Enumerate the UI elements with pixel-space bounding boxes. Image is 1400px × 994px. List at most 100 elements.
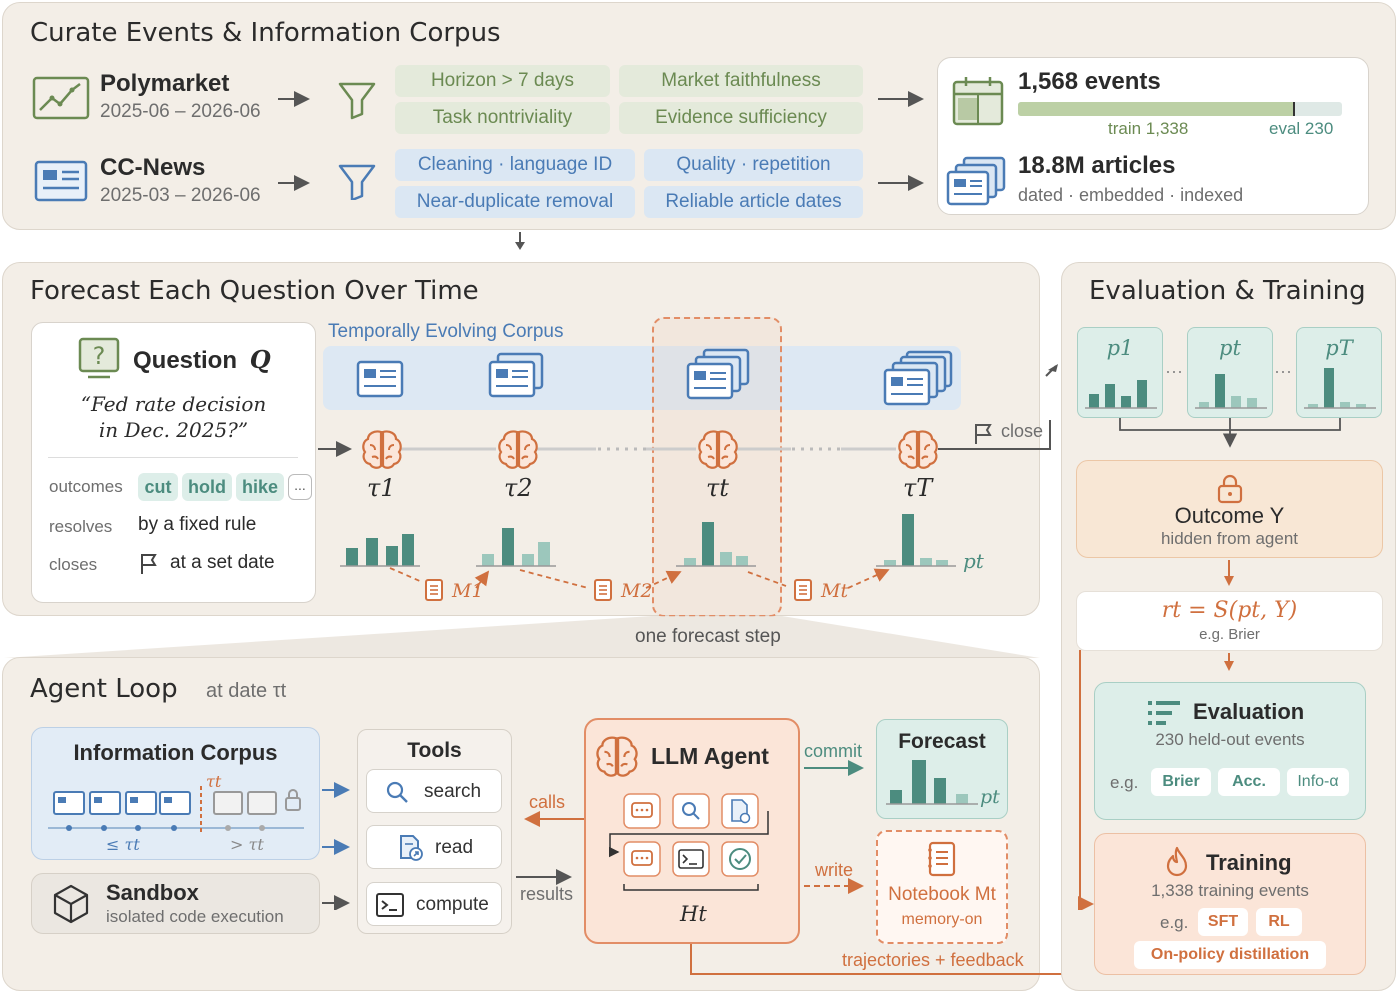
train-eval-bar (1018, 102, 1342, 116)
filter-faithfulness: Market faithfulness (619, 65, 863, 97)
question-icon: ? (78, 337, 120, 379)
brain-icon (596, 736, 638, 777)
closes-label: closes (49, 555, 98, 574)
pt-label: pt (963, 549, 984, 573)
corpus-tau-label: τt (206, 772, 222, 791)
train-bar-fill (1018, 102, 1295, 116)
metric-brier: Brier (1151, 768, 1211, 796)
brain-icon-svg (898, 430, 938, 469)
flame-icon (1166, 846, 1188, 877)
question-card (31, 322, 316, 603)
tools-agent-arrows (516, 811, 584, 885)
dist-step-t (676, 522, 756, 567)
doc-stack-1 (356, 360, 404, 398)
timeline (318, 420, 1051, 457)
evaluation-card (1094, 682, 1366, 820)
cube-icon (53, 884, 89, 924)
filter-icon (340, 84, 374, 118)
compute-tool-button[interactable]: compute (366, 882, 502, 926)
search-icon (386, 781, 408, 803)
filter-dedup: Near-duplicate removal (395, 186, 635, 218)
feedback-arrow (690, 944, 1082, 980)
history-label: Ht (680, 902, 707, 926)
resolves-value: by a fixed rule (138, 514, 257, 535)
train-label: train 1,338 (1108, 119, 1189, 138)
ccnews-range: 2025-03 – 2026-06 (100, 185, 261, 206)
filter-evidence: Evidence sufficiency (619, 102, 863, 134)
outcome-hold: hold (182, 473, 232, 501)
close-label: close (1001, 421, 1044, 441)
notebook-icon (928, 841, 956, 877)
terminal-icon (376, 893, 404, 917)
down-arrow (515, 232, 525, 250)
articles-count: 18.8M articles (1018, 152, 1176, 179)
step-label-T: τT (903, 474, 933, 502)
dist-step-2 (476, 528, 556, 567)
corpus-label: Temporally Evolving Corpus (328, 321, 564, 342)
dist-ellipsis-2: ··· (1274, 361, 1292, 381)
method-distillation: On-policy distillation (1134, 941, 1326, 969)
dist-label-T: pT (1325, 336, 1353, 360)
dist-card-T (1296, 327, 1382, 418)
step-label-t: τt (706, 474, 729, 502)
compute-tool-label: compute (416, 894, 489, 915)
notebook-sub: memory-on (901, 911, 983, 928)
tools-title: Tools (407, 739, 462, 762)
read-tool-button[interactable]: read (366, 825, 502, 869)
notebook-icon (794, 579, 812, 601)
reward-card (1076, 591, 1383, 651)
list-icon (1148, 701, 1180, 725)
eval-label: eval 230 (1269, 119, 1334, 138)
read-tool-label: read (435, 837, 474, 858)
forecast-title: Forecast (898, 730, 986, 753)
resolves-label: resolves (49, 517, 113, 536)
dist-merge-arrows (1119, 418, 1341, 452)
write-label: write (815, 860, 854, 880)
filter-horizon: Horizon > 7 days (395, 65, 610, 97)
brain-icon-svg (698, 430, 738, 469)
reward-to-train-arrow (1078, 650, 1094, 910)
reward-sub: e.g. Brier (1199, 626, 1260, 643)
info-corpus-title: Information Corpus (73, 740, 278, 765)
outcome-hike: hike (236, 473, 284, 501)
articles-sub: dated · embedded · indexed (1018, 185, 1244, 205)
read-doc-icon (400, 835, 423, 861)
dist-bars-1 (1085, 380, 1157, 409)
question-text-1: “Fed rate decision (80, 392, 267, 416)
step-label-1: τ1 (367, 474, 396, 502)
question-text-2: in Dec. 2025?” (98, 418, 249, 442)
brain-icon (696, 428, 740, 470)
method-sft: SFT (1198, 908, 1248, 936)
dist-step-T (876, 514, 956, 567)
reward-formula: rt = S(pt, Y) (1161, 598, 1298, 623)
outcome-title: Outcome Y (1174, 503, 1285, 528)
results-label: results (520, 884, 574, 904)
filter-cleaning: Cleaning · language ID (395, 149, 635, 181)
step-label-2: τ2 (504, 474, 533, 502)
after-label: > τt (230, 835, 264, 854)
forecast-pt: pt (980, 786, 1000, 808)
metric-acc: Acc. (1218, 768, 1280, 796)
dist-label-1: p1 (1106, 336, 1134, 360)
reward-to-eval-arrow (1224, 653, 1234, 671)
dist-bars-t (1195, 374, 1267, 409)
train-title: Training (1206, 850, 1292, 875)
corpus-band (323, 346, 961, 410)
agent-subtitle: at date τt (206, 680, 287, 702)
doc-stack-2 (488, 352, 544, 398)
notebook-title: Notebook Mt (888, 884, 996, 905)
outcome-more: ... (288, 474, 312, 500)
outcomes-label: outcomes (49, 477, 123, 496)
notebook-icon (425, 579, 443, 601)
eval-title: Evaluation (1193, 699, 1305, 724)
search-tool-button[interactable]: search (366, 769, 502, 813)
search-tool-label: search (424, 781, 482, 802)
filter-dates: Reliable article dates (644, 186, 863, 218)
corpus-docs (48, 786, 304, 834)
agent-title: Agent Loop (30, 674, 178, 704)
method-rl: RL (1256, 908, 1302, 936)
notebook-icon (594, 579, 612, 601)
curate-output-card (937, 57, 1369, 215)
sandbox-card (31, 873, 320, 934)
feedback-label: trajectories + feedback (842, 950, 1024, 970)
